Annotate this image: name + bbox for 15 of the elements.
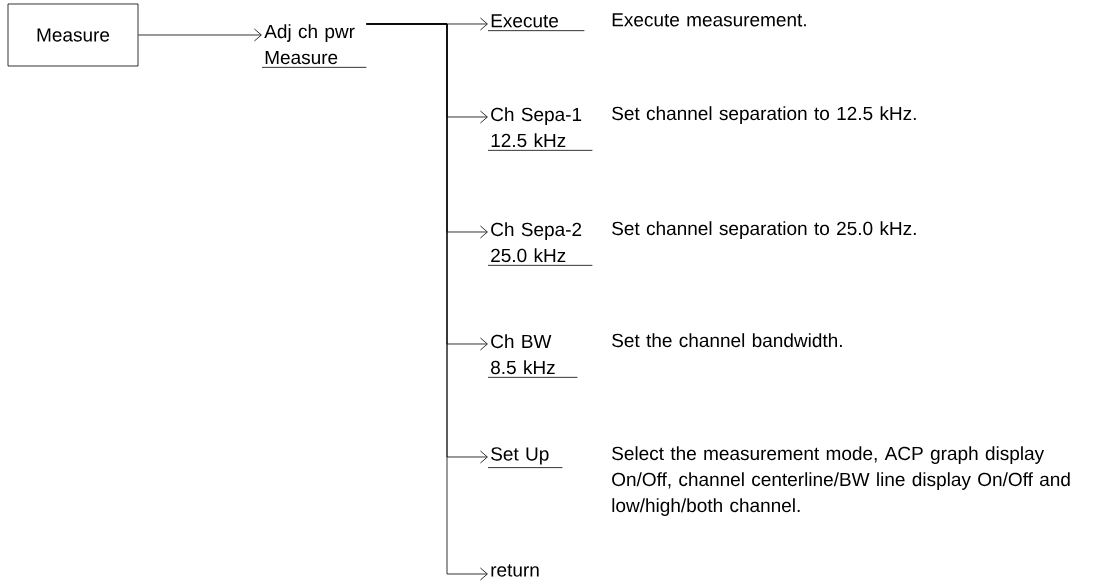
arrow: [366, 23, 488, 581]
description-text: Select the measurement mode, ACP graph display On/Off, channel centerline/BW line display On/Off and low/high/both channel.: [612, 446, 1070, 516]
underlined-menu-item: Execute: [487, 14, 585, 32]
arrow: [138, 28, 262, 42]
underlined-menu-item: Ch Sepa-2 25.0 kHz: [487, 222, 593, 266]
underlined-menu-item: Ch BW 8.5 kHz: [487, 334, 578, 378]
menu-box: Measure: [7, 3, 139, 67]
underlined-menu-item: Set Up: [487, 447, 563, 468]
underlined-menu-item: Adj ch pwr Measure: [261, 24, 367, 68]
description-text: Set channel separation to 12.5 kHz.: [612, 106, 916, 124]
description-text: Set channel separation to 25.0 kHz.: [612, 221, 916, 239]
description-text: Set the channel bandwidth.: [612, 333, 842, 348]
menu-item: return: [491, 564, 539, 577]
underlined-menu-item: Ch Sepa-1 12.5 kHz: [487, 107, 593, 151]
description-text: Execute measurement.: [612, 13, 806, 27]
